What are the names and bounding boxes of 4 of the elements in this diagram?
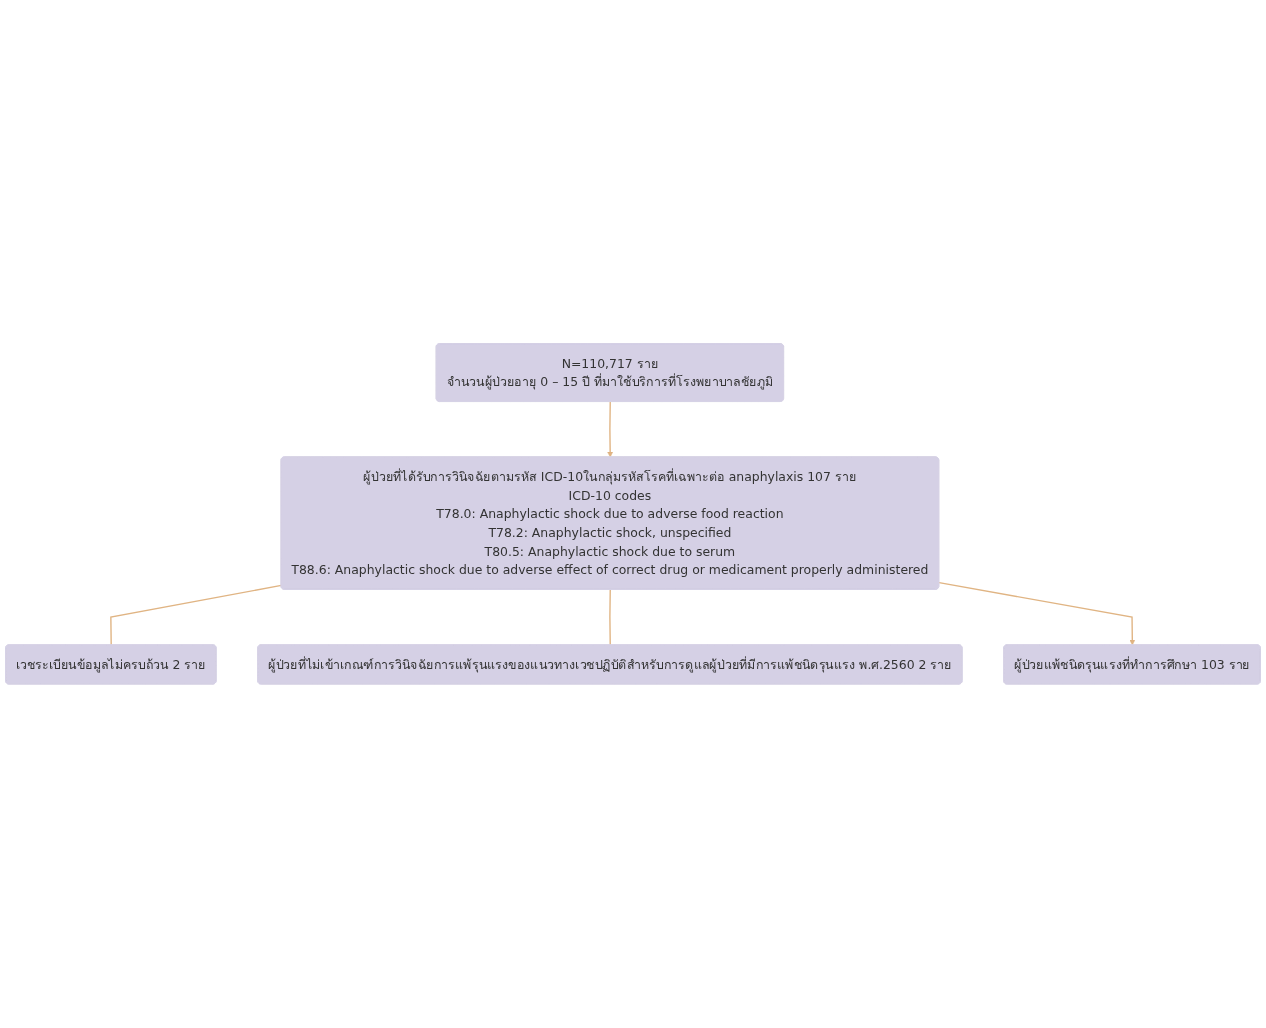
connector xyxy=(110,584,283,646)
arrow xyxy=(938,582,1136,646)
arrow xyxy=(607,401,614,458)
connector xyxy=(609,589,611,646)
